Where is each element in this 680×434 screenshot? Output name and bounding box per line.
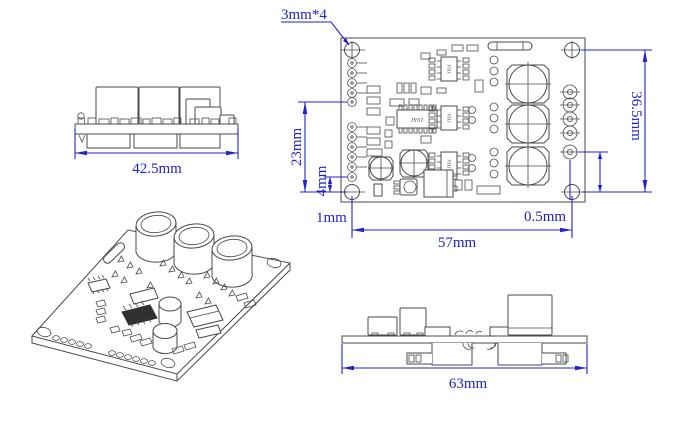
via-pads (468, 55, 499, 179)
pad-rows-3d (52, 335, 156, 366)
dimension-hole-pitch-36-5mm: 36.5mm (582, 49, 652, 193)
mounting-hole-top-left (341, 41, 365, 59)
ic-marking: JY01 (448, 113, 453, 123)
small-cylinder-3d (158, 296, 182, 328)
dimension-right-offset-0-5mm: 0.5mm (524, 160, 573, 238)
dark-ic-3d (121, 304, 158, 326)
pin-tip (78, 134, 86, 144)
isometric-3d-view (31, 211, 292, 382)
components-above-board (367, 294, 553, 337)
transistor (393, 178, 418, 196)
capacitor (505, 102, 551, 146)
capacitor (505, 62, 551, 106)
dimension-pad-to-hole-right (578, 151, 608, 192)
right-power-pads (560, 84, 580, 160)
pad-span-label: 23mm (289, 128, 305, 167)
main-ic-jy01: JY01 (396, 104, 438, 134)
board-length-label: 63mm (449, 376, 488, 392)
capacitor-3d (135, 211, 177, 263)
dimension-pad-span-23mm: 23mm (289, 101, 347, 193)
slot-3d (103, 242, 125, 264)
dimension-hole-callout: 3mm*4 (281, 7, 350, 46)
mounting-hole-top-right (561, 41, 584, 59)
regulator-module (423, 169, 458, 198)
dimension-hole-pitch-57mm: 57mm (352, 227, 572, 251)
end-side-view: 63mm (341, 294, 588, 392)
parts-below-board (406, 342, 569, 366)
small-ic: JY01 (428, 56, 470, 82)
small-ic: JY01 (428, 105, 470, 131)
heatsink-blocks-under-board (78, 133, 221, 149)
pcb-top-view: JY01 JY01 JY01 JY01 (281, 7, 652, 251)
capacitor-3d (173, 223, 215, 275)
round-components (368, 149, 429, 197)
box-3d (186, 304, 224, 328)
ic-marking: JY01 (448, 159, 453, 169)
capacitor-3d (211, 235, 253, 288)
right-offset-label: 0.5mm (524, 209, 566, 225)
board-edge (341, 335, 588, 344)
hole-size-label: 3mm*4 (281, 7, 327, 23)
ic-marking: JY01 (448, 64, 453, 74)
smd-passives (366, 44, 501, 195)
electrolytic-capacitors-top (505, 62, 551, 188)
dimension-front-width: 42.5mm (74, 128, 239, 177)
left-pin-pads (347, 58, 367, 182)
mounting-holes-3d (36, 257, 282, 369)
pad-to-hole-label: 4mm (314, 165, 330, 196)
dimension-board-length: 63mm (341, 344, 588, 392)
front-side-view: 42.5mm (74, 86, 239, 177)
smd-parts-on-edge (77, 112, 237, 125)
small-rects-3d (95, 292, 257, 355)
stacked-components (185, 98, 235, 126)
edge-slot (487, 41, 533, 51)
ic-marking: JY01 (411, 117, 424, 124)
capacitors-3d (135, 211, 253, 288)
hole-pitch-h-label: 57mm (438, 235, 477, 251)
small-cylinder-3d (152, 323, 178, 355)
hole-pitch-v-label: 36.5mm (628, 91, 644, 141)
components-3d (87, 274, 257, 355)
front-width-label: 42.5mm (132, 161, 182, 177)
dimension-pad-to-hole-4mm: 4mm (314, 165, 348, 196)
left-offset-label: 1mm (316, 210, 347, 226)
via-triangles-3d (111, 255, 236, 305)
capacitor (505, 144, 551, 188)
pcb-board-edge (74, 123, 239, 135)
